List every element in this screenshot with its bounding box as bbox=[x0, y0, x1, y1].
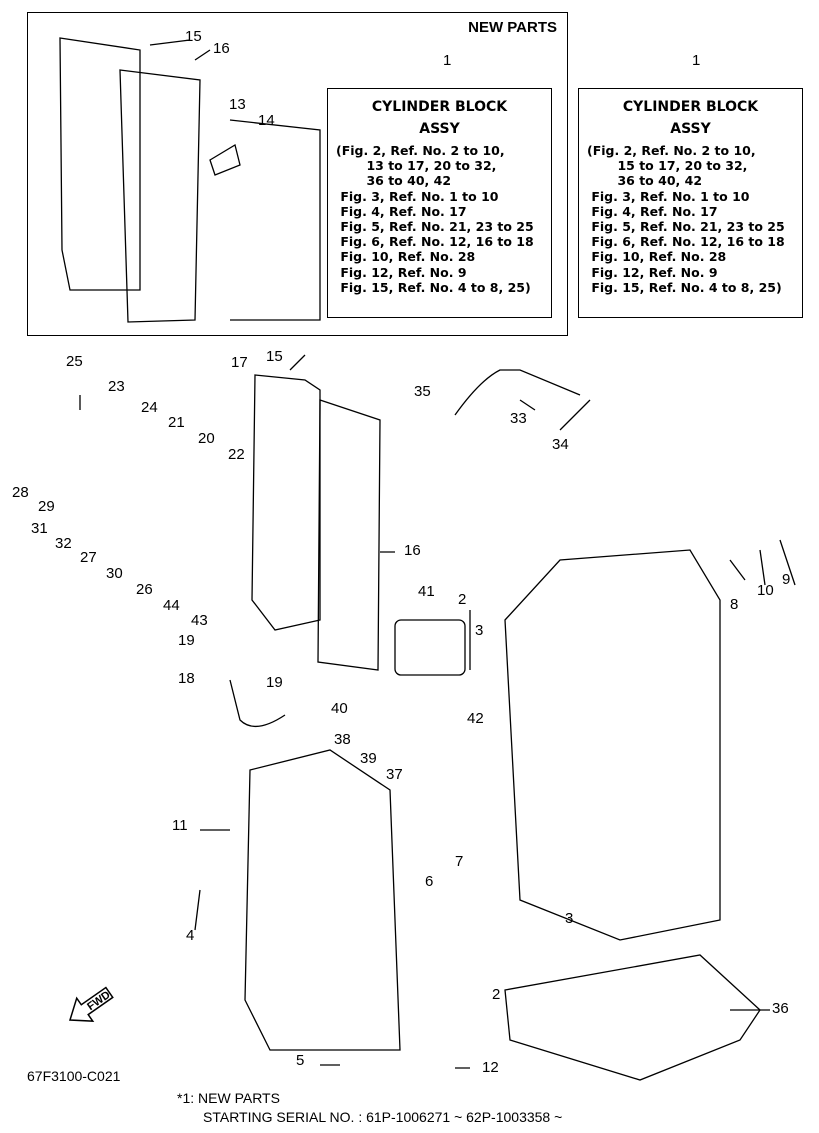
callout: 16 bbox=[213, 40, 230, 57]
callout: 8 bbox=[730, 596, 739, 613]
callout: 6 bbox=[425, 873, 434, 890]
callout: 7 bbox=[455, 853, 464, 870]
callout: 44 bbox=[163, 597, 180, 614]
box-left-lines: (Fig. 2, Ref. No. 2 to 10, 13 to 17, 20 … bbox=[336, 143, 534, 295]
callout: 42 bbox=[467, 710, 484, 727]
callout: 4 bbox=[186, 927, 195, 944]
callout: 38 bbox=[334, 731, 351, 748]
callout: 2 bbox=[458, 591, 467, 608]
callout: 36 bbox=[772, 1000, 789, 1017]
callout: 31 bbox=[31, 520, 48, 537]
cylinder-block-box-right: CYLINDER BLOCK ASSY (Fig. 2, Ref. No. 2 … bbox=[578, 88, 803, 318]
callout: 34 bbox=[552, 436, 569, 453]
callout: 12 bbox=[482, 1059, 499, 1076]
callout: 40 bbox=[331, 700, 348, 717]
callout: 2 bbox=[492, 986, 501, 1003]
callout: 21 bbox=[168, 414, 185, 431]
callout: 3 bbox=[565, 910, 574, 927]
callout: 10 bbox=[757, 582, 774, 599]
callout: 27 bbox=[80, 549, 97, 566]
callout: 29 bbox=[38, 498, 55, 515]
diagram-code: 67F3100-C021 bbox=[27, 1068, 121, 1084]
callout: 17 bbox=[231, 354, 248, 371]
callout: 32 bbox=[55, 535, 72, 552]
box-right-lines: (Fig. 2, Ref. No. 2 to 10, 15 to 17, 20 … bbox=[587, 143, 785, 295]
callout: 15 bbox=[185, 28, 202, 45]
callout: 9 bbox=[782, 571, 791, 588]
callout: 41 bbox=[418, 583, 435, 600]
callout: 5 bbox=[296, 1052, 305, 1069]
cylinder-block-box-left: CYLINDER BLOCK ASSY (Fig. 2, Ref. No. 2 … bbox=[327, 88, 552, 318]
callout: 22 bbox=[228, 446, 245, 463]
callout: 16 bbox=[404, 542, 421, 559]
box-right-title: CYLINDER BLOCK bbox=[622, 99, 759, 115]
serial-note: STARTING SERIAL NO. : 61P-1006271 ~ 62P-… bbox=[203, 1109, 563, 1125]
callout: 23 bbox=[108, 378, 125, 395]
callout: 28 bbox=[12, 484, 29, 501]
callout: 13 bbox=[229, 96, 246, 113]
box-left-title: CYLINDER BLOCK bbox=[371, 99, 508, 115]
callout: 37 bbox=[386, 766, 403, 783]
callout: 20 bbox=[198, 430, 215, 447]
callout: 14 bbox=[258, 112, 275, 129]
footnote: *1: NEW PARTS bbox=[177, 1090, 280, 1106]
callout: 33 bbox=[510, 410, 527, 427]
callout: 11 bbox=[172, 817, 188, 834]
box-left-subtitle: ASSY bbox=[419, 121, 460, 137]
callout: 26 bbox=[136, 581, 153, 598]
callout: 3 bbox=[475, 622, 484, 639]
callout: 25 bbox=[66, 353, 83, 370]
new-parts-inset: NEW PARTS bbox=[27, 12, 568, 336]
callout: 19 bbox=[266, 674, 283, 691]
callout: 39 bbox=[360, 750, 377, 767]
callout: 15 bbox=[266, 348, 283, 365]
callout: 19 bbox=[178, 632, 195, 649]
callout: 18 bbox=[178, 670, 195, 687]
callout: 35 bbox=[414, 383, 431, 400]
box-left-ref: 1 bbox=[443, 52, 452, 69]
callout: 30 bbox=[106, 565, 123, 582]
box-right-ref: 1 bbox=[692, 52, 701, 69]
box-right-subtitle: ASSY bbox=[670, 121, 711, 137]
callout: 43 bbox=[191, 612, 208, 629]
callout: 24 bbox=[141, 399, 158, 416]
new-parts-header: NEW PARTS bbox=[468, 19, 557, 36]
